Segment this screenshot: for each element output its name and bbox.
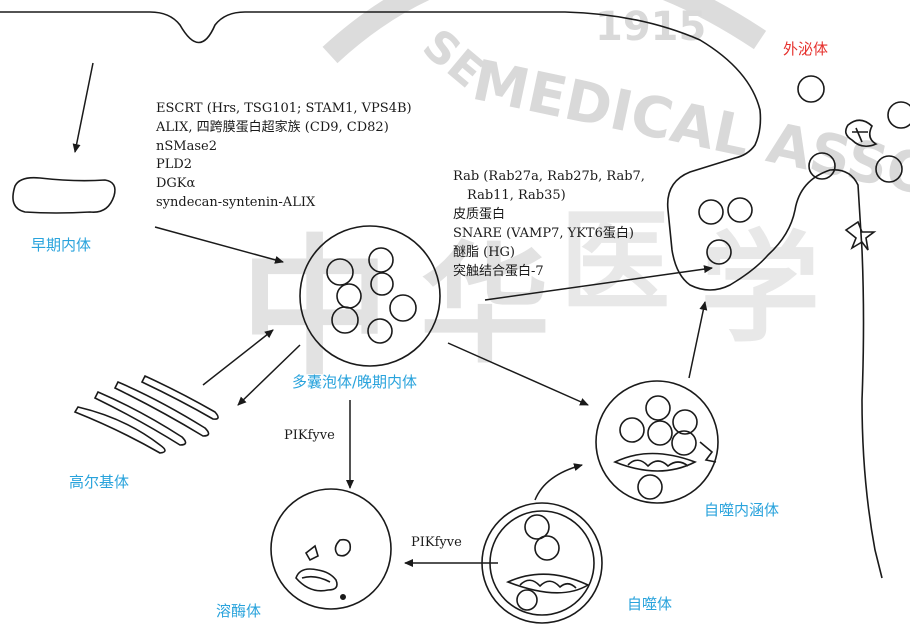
label-early-endosome: 早期内体 [31,236,91,254]
enzyme-label-autophagosome-lysosome: PIKfyve [411,535,462,550]
pathway-left-item: nSMase2 [156,139,217,154]
watermark-text: MEDICAL ASSOCIA [467,48,910,231]
label-autophagosome: 自噬体 [627,595,672,613]
label-mvb: 多囊泡体/晚期内体 [292,373,417,391]
pathway-right-item: 醚脂 (HG) [453,245,515,260]
pathway-left-item: ALIX, 四跨膜蛋白超家族 (CD9, CD82) [155,119,389,135]
pathway-right-item: Rab11, Rab35) [467,188,566,203]
label-golgi: 高尔基体 [69,473,129,491]
pathway-left-item: ESCRT (Hrs, TSG101; STAM1, VPS4B) [156,101,412,116]
svg-text:中: 中 [240,222,390,396]
pathway-left-list: ESCRT (Hrs, TSG101; STAM1, VPS4B) ALIX, … [155,101,412,210]
pathway-right-item: SNARE (VAMP7, YKT6蛋白) [453,225,634,241]
watermark: MEDICAL ASSOCIA SE 1915 中 华 医 学 [240,0,910,396]
enzyme-label-mvb-lysosome: PIKfyve [284,428,335,443]
svg-text:医: 医 [560,198,670,326]
early-endosome-shape [13,178,115,213]
pathway-left-item: DGKα [156,176,196,191]
watermark-year: 1915 [595,4,706,50]
amphisome-shape [596,381,718,503]
label-lysosome: 溶酶体 [216,602,261,620]
pathway-right-item: 突触结合蛋白-7 [453,263,544,279]
label-amphisome: 自噬内涵体 [704,501,779,519]
autophagosome-shape [482,503,602,623]
pathway-right-item: Rab (Rab27a, Rab27b, Rab7, [453,169,645,184]
pathway-left-item: syndecan-syntenin-ALIX [156,195,316,210]
pathway-left-item: PLD2 [156,157,192,172]
lysosome-shape [271,489,391,609]
pathway-right-item: 皮质蛋白 [453,206,505,222]
label-exosome: 外泌体 [783,40,828,58]
golgi-shape [75,376,218,453]
